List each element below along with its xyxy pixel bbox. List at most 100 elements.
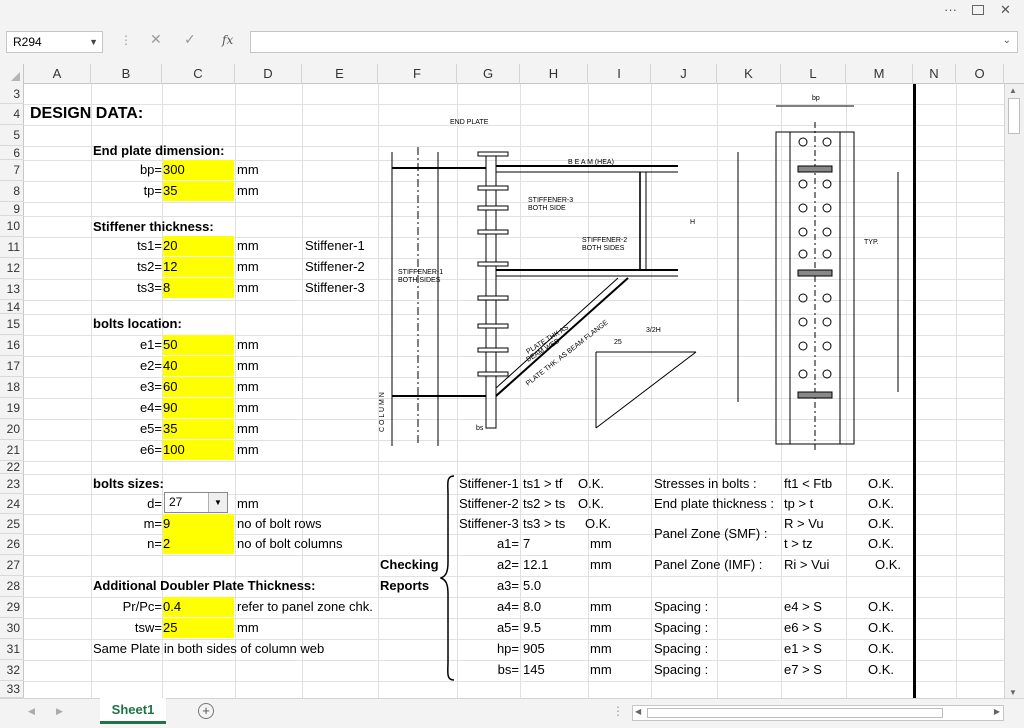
scroll-right-icon[interactable]: ▶ [993, 707, 1000, 716]
scroll-left-icon[interactable]: ◀ [635, 707, 642, 716]
row-header-24[interactable]: 24 [0, 494, 24, 514]
row-header-14[interactable]: 14 [0, 300, 24, 314]
column-header-a[interactable]: A [24, 64, 91, 84]
chevron-down-icon[interactable]: ▼ [208, 493, 227, 512]
tsw-input[interactable]: 25 [163, 618, 234, 638]
column-header-h[interactable]: H [520, 64, 588, 84]
column-header-m[interactable]: M [846, 64, 913, 84]
row-header-17[interactable]: 17 [0, 356, 24, 377]
row-header-8[interactable]: 8 [0, 181, 24, 202]
tp-input[interactable]: 35 [163, 181, 234, 201]
ts2-input[interactable]: 12 [163, 257, 234, 277]
tsw-value: 25 [163, 620, 178, 635]
row-header-4[interactable]: 4 [0, 104, 24, 125]
enter-icon[interactable]: ✓ [184, 31, 196, 47]
pr-input[interactable]: 0.4 [163, 597, 234, 617]
prev-sheet-icon[interactable]: ◀ [28, 706, 35, 716]
row-header-26[interactable]: 26 [0, 534, 24, 555]
row-header-13[interactable]: 13 [0, 279, 24, 300]
column-header-o[interactable]: O [956, 64, 1004, 84]
both-side-text: BOTH SIDE [528, 205, 566, 212]
check-status: O.K. [875, 557, 902, 572]
row-header-23[interactable]: 23 [0, 474, 24, 494]
column-header-i[interactable]: I [588, 64, 651, 84]
vertical-scrollbar[interactable] [1004, 84, 1024, 698]
gridline [956, 84, 957, 698]
row-header-15[interactable]: 15 [0, 314, 24, 335]
tab-split-handle[interactable]: ⋮ [612, 704, 624, 718]
insert-function-button[interactable]: fx [222, 33, 234, 47]
column-header-j[interactable]: J [651, 64, 717, 84]
scroll-down-icon[interactable]: ▼ [1009, 688, 1017, 697]
ts1-input[interactable]: 20 [163, 236, 234, 256]
row-header-10[interactable]: 10 [0, 216, 24, 237]
formula-input[interactable]: ⌄ [250, 31, 1018, 53]
row-header-27[interactable]: 27 [0, 555, 24, 576]
check-cond: tp > t [784, 496, 814, 511]
column-header-l[interactable]: L [781, 64, 846, 84]
row-header-28[interactable]: 28 [0, 576, 24, 597]
row-header-12[interactable]: 12 [0, 258, 24, 279]
gridline [302, 84, 303, 698]
e4-input[interactable]: 90 [163, 398, 234, 418]
e3-input[interactable]: 60 [163, 377, 234, 397]
row-header-25[interactable]: 25 [0, 514, 24, 534]
restore-ribbon-icon[interactable] [972, 5, 984, 15]
ts3-input[interactable]: 8 [163, 278, 234, 298]
expand-formula-icon[interactable]: ⌄ [1002, 35, 1011, 46]
column-header-f[interactable]: F [378, 64, 457, 84]
stiffener-check-status: O.K. [585, 516, 612, 531]
row-header-22[interactable]: 22 [0, 461, 24, 474]
e5-input[interactable]: 35 [163, 419, 234, 439]
row-header-5[interactable]: 5 [0, 125, 24, 146]
bolt-diameter-select[interactable]: 27 ▼ [164, 492, 228, 513]
e6-input[interactable]: 100 [163, 440, 234, 460]
row-header-30[interactable]: 30 [0, 618, 24, 639]
m-input[interactable]: 9 [163, 514, 234, 534]
column-header-n[interactable]: N [913, 64, 956, 84]
row-header-31[interactable]: 31 [0, 639, 24, 660]
row-header-18[interactable]: 18 [0, 377, 24, 398]
column-header-c[interactable]: C [162, 64, 235, 84]
row-header-6[interactable]: 6 [0, 146, 24, 160]
horizontal-scrollbar[interactable]: ◀ ▶ [632, 705, 1004, 721]
row-header-11[interactable]: 11 [0, 237, 24, 258]
bolt-hole [822, 317, 832, 327]
row-header-20[interactable]: 20 [0, 419, 24, 440]
close-icon[interactable]: ✕ [1000, 2, 1011, 17]
column-header-k[interactable]: K [717, 64, 781, 84]
row-header-7[interactable]: 7 [0, 160, 24, 181]
row-header-3[interactable]: 3 [0, 84, 24, 104]
ts3-value: 8 [163, 280, 171, 295]
n-input[interactable]: 2 [163, 534, 234, 554]
gridline [520, 84, 521, 698]
row-header-32[interactable]: 32 [0, 660, 24, 681]
column-header-d[interactable]: D [235, 64, 302, 84]
select-all-button[interactable] [0, 64, 24, 84]
row-header-9[interactable]: 9 [0, 202, 24, 216]
row-header-16[interactable]: 16 [0, 335, 24, 356]
column-header-g[interactable]: G [457, 64, 520, 84]
cancel-icon[interactable]: ✕ [150, 31, 162, 47]
connection-drawing: END PLATE B E A M (HEA) STIFFENER-3 BOTH… [379, 95, 899, 452]
ribbon-options-icon[interactable]: ··· [944, 2, 957, 17]
row-header-33[interactable]: 33 [0, 681, 24, 698]
name-box[interactable]: R294 ▼ [6, 31, 103, 53]
next-sheet-icon[interactable]: ▶ [56, 706, 63, 716]
add-sheet-icon[interactable]: + [198, 703, 214, 719]
column-header-b[interactable]: B [91, 64, 162, 84]
row-header-19[interactable]: 19 [0, 398, 24, 419]
tab-sheet1[interactable]: Sheet1 [100, 698, 166, 724]
horizontal-scroll-thumb[interactable] [647, 708, 943, 718]
stiffener-heading: Stiffener thickness: [93, 219, 214, 234]
row-header-29[interactable]: 29 [0, 597, 24, 618]
bp-input[interactable]: 300 [163, 160, 234, 180]
gridline [781, 84, 782, 698]
e1-input[interactable]: 50 [163, 335, 234, 355]
scroll-up-icon[interactable]: ▲ [1009, 86, 1017, 95]
column-header-e[interactable]: E [302, 64, 378, 84]
chevron-down-icon[interactable]: ▼ [89, 37, 98, 47]
e2-input[interactable]: 40 [163, 356, 234, 376]
vertical-scroll-thumb[interactable] [1008, 98, 1020, 134]
row-header-21[interactable]: 21 [0, 440, 24, 461]
